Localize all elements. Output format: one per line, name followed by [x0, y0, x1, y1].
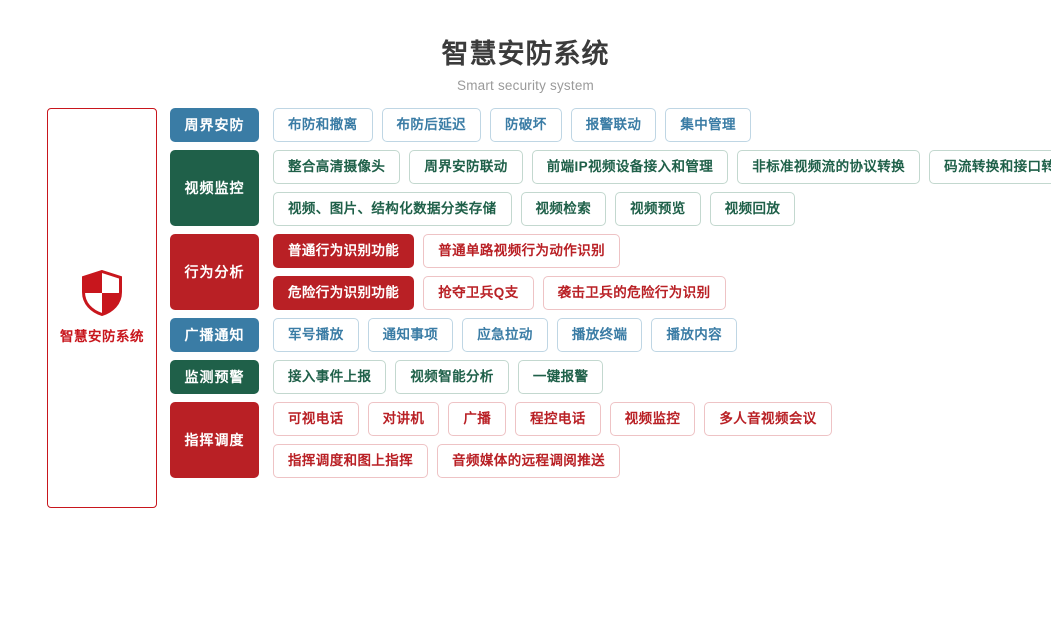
feature-line: 整合高清摄像头周界安防联动前端IP视频设备接入和管理非标准视频流的协议转换码流转… [273, 149, 1051, 184]
root-node-label: 智慧安防系统 [60, 329, 144, 345]
feature-pill[interactable]: 危险行为识别功能 [273, 275, 415, 310]
category-row: 行为分析普通行为识别功能普通单路视频行为动作识别危险行为识别功能抢夺卫兵Q支袭击… [170, 233, 1051, 310]
feature-line: 接入事件上报视频智能分析一键报警 [273, 359, 1051, 394]
feature-pill[interactable]: 普通单路视频行为动作识别 [423, 233, 621, 268]
feature-group: 军号播放通知事项应急拉动播放终端播放内容 [273, 317, 1051, 352]
feature-pill[interactable]: 接入事件上报 [273, 359, 387, 394]
feature-pill[interactable]: 防破坏 [490, 107, 562, 142]
root-node-panel[interactable]: 智慧安防系统 [47, 107, 157, 508]
feature-group: 接入事件上报视频智能分析一键报警 [273, 359, 1051, 394]
feature-line: 军号播放通知事项应急拉动播放终端播放内容 [273, 317, 1051, 352]
feature-pill[interactable]: 视频检索 [520, 191, 607, 226]
category-row: 周界安防布防和撤离布防后延迟防破坏报警联动集中管理 [170, 107, 1051, 142]
shield-icon [81, 270, 123, 317]
category-block[interactable]: 监测预警 [170, 359, 259, 394]
category-rows: 周界安防布防和撤离布防后延迟防破坏报警联动集中管理视频监控整合高清摄像头周界安防… [170, 107, 1051, 478]
feature-line: 布防和撤离布防后延迟防破坏报警联动集中管理 [273, 107, 1051, 142]
feature-pill[interactable]: 抢夺卫兵Q支 [423, 275, 534, 310]
feature-pill[interactable]: 播放终端 [556, 317, 643, 352]
feature-pill[interactable]: 前端IP视频设备接入和管理 [531, 149, 729, 184]
feature-pill[interactable]: 布防后延迟 [381, 107, 481, 142]
page-subtitle: Smart security system [457, 77, 594, 93]
feature-pill[interactable]: 视频监控 [609, 401, 696, 436]
feature-pill[interactable]: 整合高清摄像头 [273, 149, 401, 184]
feature-line: 指挥调度和图上指挥音频媒体的远程调阅推送 [273, 443, 1051, 478]
category-row: 监测预警接入事件上报视频智能分析一键报警 [170, 359, 1051, 394]
category-row: 广播通知军号播放通知事项应急拉动播放终端播放内容 [170, 317, 1051, 352]
feature-group: 可视电话对讲机广播程控电话视频监控多人音视频会议指挥调度和图上指挥音频媒体的远程… [273, 401, 1051, 478]
feature-line: 危险行为识别功能抢夺卫兵Q支袭击卫兵的危险行为识别 [273, 275, 1051, 310]
feature-pill[interactable]: 应急拉动 [462, 317, 548, 352]
feature-pill[interactable]: 集中管理 [665, 107, 751, 142]
feature-pill[interactable]: 多人音视频会议 [704, 401, 832, 436]
feature-pill[interactable]: 对讲机 [367, 401, 440, 436]
feature-pill[interactable]: 可视电话 [273, 401, 359, 436]
feature-pill[interactable]: 周界安防联动 [409, 149, 523, 184]
feature-pill[interactable]: 音频媒体的远程调阅推送 [437, 443, 621, 478]
feature-pill[interactable]: 视频智能分析 [395, 359, 509, 394]
category-block[interactable]: 周界安防 [170, 107, 259, 142]
feature-pill[interactable]: 播放内容 [651, 317, 738, 352]
feature-pill[interactable]: 布防和撤离 [273, 107, 373, 142]
feature-pill[interactable]: 视频预览 [615, 191, 701, 226]
feature-pill[interactable]: 一键报警 [517, 359, 604, 394]
feature-pill[interactable]: 视频、图片、结构化数据分类存储 [273, 191, 512, 226]
category-block[interactable]: 广播通知 [170, 317, 259, 352]
page-title: 智慧安防系统 [441, 39, 610, 69]
feature-pill[interactable]: 程控电话 [515, 401, 601, 436]
feature-pill[interactable]: 指挥调度和图上指挥 [273, 443, 429, 478]
feature-group: 普通行为识别功能普通单路视频行为动作识别危险行为识别功能抢夺卫兵Q支袭击卫兵的危… [273, 233, 1051, 310]
feature-line: 视频、图片、结构化数据分类存储视频检索视频预览视频回放 [273, 191, 1051, 226]
feature-pill[interactable]: 报警联动 [570, 107, 657, 142]
category-row: 视频监控整合高清摄像头周界安防联动前端IP视频设备接入和管理非标准视频流的协议转… [170, 149, 1051, 226]
feature-pill[interactable]: 袭击卫兵的危险行为识别 [542, 275, 726, 310]
feature-pill[interactable]: 码流转换和接口转换 [929, 149, 1051, 184]
feature-pill[interactable]: 非标准视频流的协议转换 [737, 149, 921, 184]
feature-pill[interactable]: 军号播放 [273, 317, 359, 352]
page-header: 智慧安防系统 Smart security system [0, 0, 1051, 93]
feature-line: 普通行为识别功能普通单路视频行为动作识别 [273, 233, 1051, 268]
category-block[interactable]: 行为分析 [170, 233, 259, 310]
feature-pill[interactable]: 视频回放 [709, 191, 796, 226]
architecture-diagram: 智慧安防系统 周界安防布防和撤离布防后延迟防破坏报警联动集中管理视频监控整合高清… [0, 107, 1051, 508]
feature-group: 整合高清摄像头周界安防联动前端IP视频设备接入和管理非标准视频流的协议转换码流转… [273, 149, 1051, 226]
feature-line: 可视电话对讲机广播程控电话视频监控多人音视频会议 [273, 401, 1051, 436]
feature-group: 布防和撤离布防后延迟防破坏报警联动集中管理 [273, 107, 1051, 142]
feature-pill[interactable]: 通知事项 [367, 317, 454, 352]
category-row: 指挥调度可视电话对讲机广播程控电话视频监控多人音视频会议指挥调度和图上指挥音频媒… [170, 401, 1051, 478]
category-block[interactable]: 指挥调度 [170, 401, 259, 478]
category-block[interactable]: 视频监控 [170, 149, 259, 226]
feature-pill[interactable]: 普通行为识别功能 [273, 233, 415, 268]
feature-pill[interactable]: 广播 [448, 401, 507, 436]
